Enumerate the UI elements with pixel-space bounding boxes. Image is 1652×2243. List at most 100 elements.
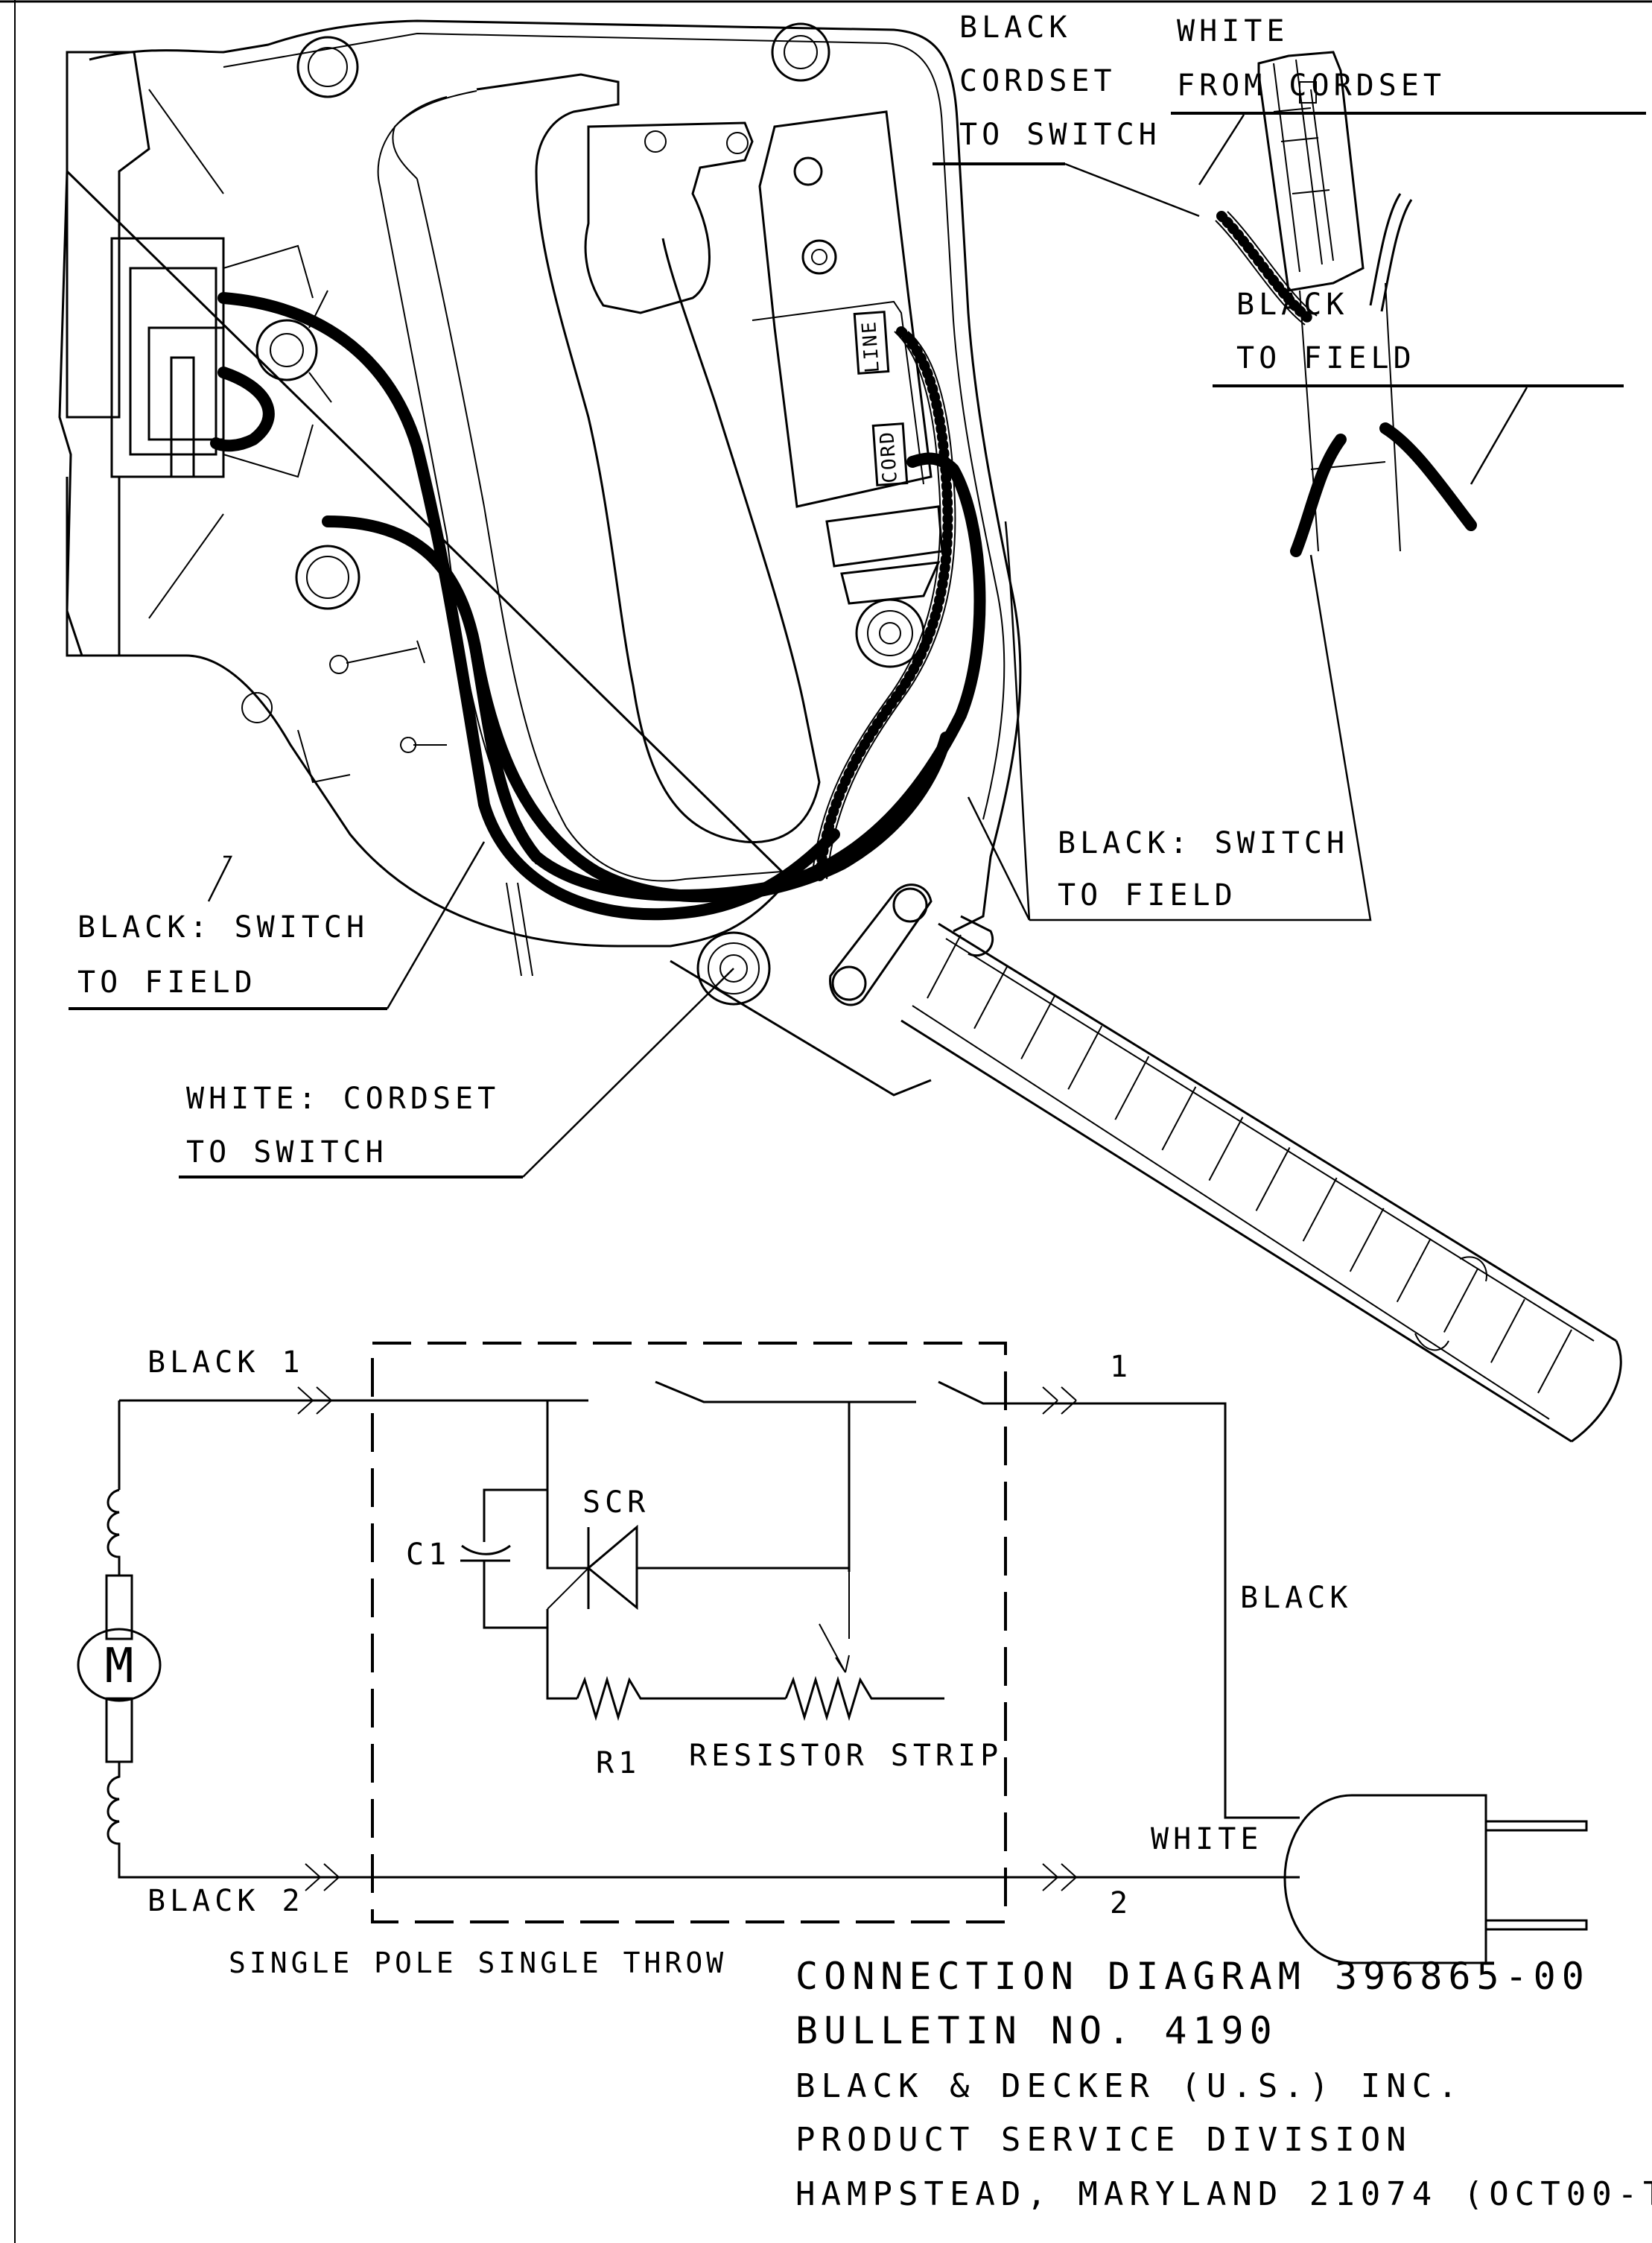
switch-body-front — [752, 300, 924, 485]
cord-sheath — [900, 922, 1622, 1443]
title-company: BLACK & DECKER (U.S.) INC. — [795, 2067, 1464, 2105]
resistor-strip-wiper-icon — [819, 1572, 850, 1673]
motor-brush-top — [105, 1574, 133, 1640]
cord-spiral-mark — [1490, 1298, 1525, 1363]
schematic: M BLACK 1 BLACK 2 C1 SCR — [77, 1342, 1588, 1979]
callout-text: BLACK — [1236, 288, 1348, 322]
wire-c1-top — [483, 1488, 547, 1542]
callout-text: TO FIELD — [1236, 341, 1416, 375]
line-terminal-label: LINE — [858, 320, 884, 374]
trigger-screw-2 — [726, 132, 749, 154]
connector-black1-icon — [297, 1386, 333, 1415]
handle-cavity-inner — [392, 90, 835, 882]
cord-terminal-label: CORD — [876, 430, 902, 484]
title-division: PRODUCT SERVICE DIVISION — [795, 2121, 1412, 2159]
tool-housing-illustration: LINE CORD — [58, 19, 1022, 1006]
field-coil-bottom-icon — [107, 1762, 121, 1866]
cord-spiral-mark — [1537, 1329, 1572, 1394]
detail-wire-black-cordset — [1216, 211, 1316, 326]
cord-spiral-mark — [927, 934, 962, 999]
detail-wire-black-field-right — [1379, 422, 1477, 531]
terminal-pin-2 — [400, 737, 447, 753]
cord-spiral-mark — [1020, 995, 1056, 1060]
clamp-screw-2 — [831, 965, 867, 1001]
callout-white-from-cordset: WHITE FROM CORDSET — [1171, 14, 1646, 185]
callout-white-cordset-to-switch: WHITE: CORDSET TO SWITCH — [179, 968, 734, 1178]
handle-cavity — [476, 73, 821, 843]
cordset-switch-detail — [1215, 51, 1477, 557]
motor-label: M — [105, 1639, 134, 1694]
cord-bulge-2 — [1414, 1333, 1449, 1351]
power-cord — [670, 883, 1622, 1443]
cord-spiral-mark — [1161, 1086, 1197, 1151]
strain-relief-clamp — [829, 883, 933, 1006]
stand-off — [506, 882, 533, 977]
wire-black-field-brush — [210, 367, 275, 452]
wire-black2 — [118, 1866, 1076, 1879]
switch-screw — [801, 239, 837, 275]
plug-icon — [1283, 1794, 1588, 1964]
callout-text: BLACK — [959, 10, 1071, 45]
cord-spiral-mark — [1302, 1177, 1338, 1242]
label-switch-type: SINGLE POLE SINGLE THROW — [229, 1947, 727, 1979]
motor-icon: M — [77, 1628, 162, 1702]
label-resistor-strip: RESISTOR STRIP — [689, 1739, 1003, 1773]
cord-sheath-inner — [912, 938, 1595, 1420]
wire-black-line — [1076, 1402, 1300, 1819]
label-plug-black: BLACK — [1240, 1581, 1352, 1615]
wire-scr-cathode — [637, 1567, 851, 1572]
callout-text: TO SWITCH — [959, 118, 1161, 152]
wire-scr-anode — [546, 1400, 588, 1570]
r1-resistor-icon — [576, 1675, 786, 1722]
cord-spiral-mark — [1208, 1117, 1244, 1181]
cord-spiral-mark — [973, 965, 1008, 1030]
terminal-pin-1 — [329, 640, 425, 674]
cord-terminal-tag: CORD — [871, 422, 909, 486]
screw-boss-lower-left — [295, 545, 360, 610]
callout-text: WHITE: CORDSET — [186, 1082, 500, 1116]
label-terminal-2: 2 — [1110, 1886, 1132, 1920]
housing-cord-exit — [670, 915, 994, 1097]
label-r1: R1 — [596, 1746, 641, 1780]
detail-connector-body — [1257, 51, 1365, 292]
label-plug-white: WHITE — [1151, 1822, 1262, 1856]
label-terminal-1: 1 — [1110, 1350, 1132, 1384]
detail-wire-black-cordset-edge — [1215, 211, 1318, 326]
line-terminal-tag: LINE — [853, 311, 890, 375]
switch-screw-inner — [811, 249, 827, 265]
cord-spiral-mark — [1349, 1208, 1385, 1272]
cord-bulge-1 — [1459, 1256, 1487, 1282]
connector-black2-icon — [305, 1863, 340, 1891]
wire-c1-bottom — [483, 1561, 547, 1629]
detail-wire-white — [1369, 193, 1413, 312]
callout-text: TO FIELD — [77, 965, 257, 1000]
screw-boss-mid-right — [855, 598, 925, 668]
callout-text: BLACK: SWITCH — [1058, 826, 1349, 860]
control-enclosure-dashed — [371, 1342, 1007, 1923]
connector-2-icon — [1042, 1863, 1077, 1891]
cord-spiral-mark — [1255, 1146, 1291, 1211]
title-block: CONNECTION DIAGRAM 396865-00 BULLETIN NO… — [795, 1955, 1652, 2213]
switch-contact-2 — [938, 1380, 1076, 1405]
callout-text: TO SWITCH — [186, 1135, 388, 1170]
detail-connector-slot — [1299, 81, 1317, 104]
callout-text: BLACK: SWITCH — [77, 910, 369, 945]
housing-inner-rim — [223, 32, 1006, 820]
callout-black-switch-to-field-left: BLACK: SWITCH TO FIELD — [69, 841, 486, 1010]
screw-boss-top-right — [771, 22, 830, 82]
trigger — [584, 121, 754, 314]
cord-spiral-mark — [1443, 1268, 1478, 1333]
brush-holder-assembly — [66, 51, 314, 657]
callout-black-to-field-top: BLACK TO FIELD — [1213, 288, 1624, 485]
detail-wire-black-field-left — [1290, 434, 1347, 557]
callout-black-switch-to-field-right: BLACK: SWITCH TO FIELD — [967, 521, 1372, 921]
lock-button — [825, 505, 944, 605]
motor-brush-bottom — [105, 1697, 133, 1763]
title-diagram-number: CONNECTION DIAGRAM 396865-00 — [795, 1955, 1590, 1998]
callout-text: FROM CORDSET — [1177, 69, 1446, 103]
label-black-1: BLACK 1 — [147, 1345, 305, 1380]
internal-wiring — [210, 292, 986, 921]
clamp-screw-1 — [892, 887, 928, 923]
switch-body — [758, 110, 933, 508]
